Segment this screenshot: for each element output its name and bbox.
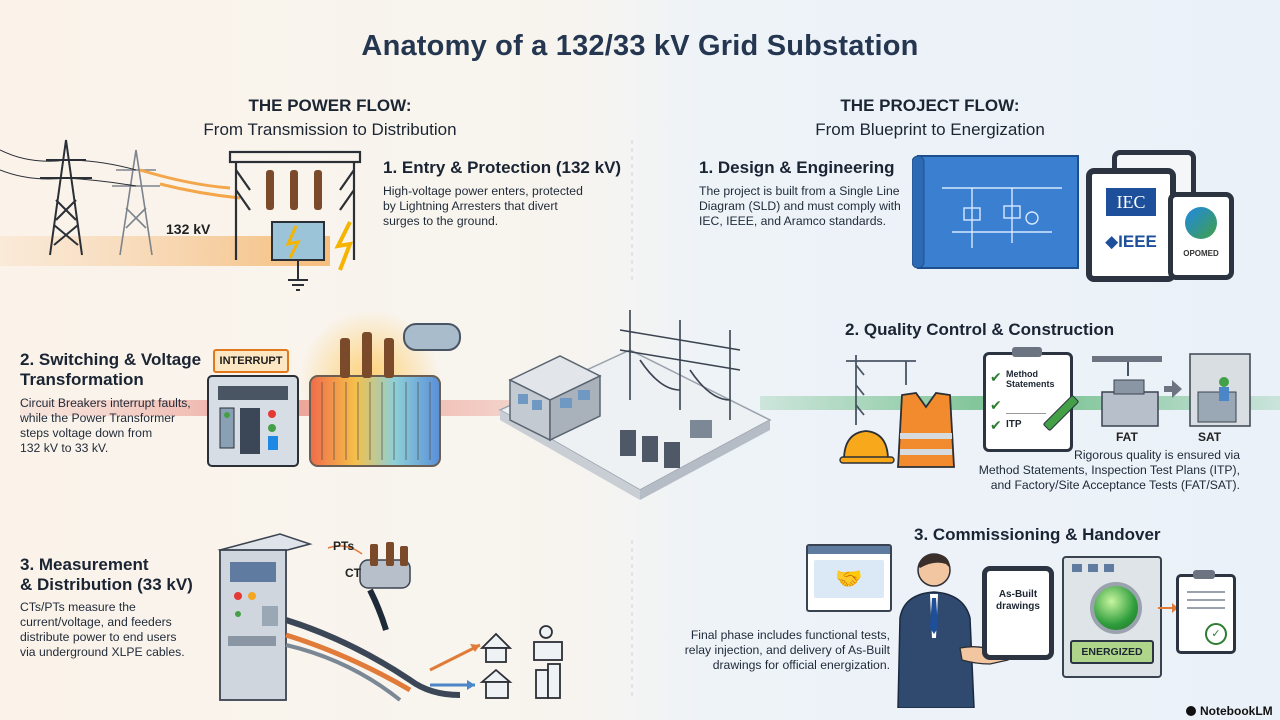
building-icon <box>535 663 561 699</box>
home-icon <box>479 668 513 699</box>
switchgear-cabinet-icon <box>217 533 313 701</box>
office-worker-icon <box>533 625 563 661</box>
notebooklm-logo-icon <box>1186 706 1196 716</box>
engineer-person-icon <box>897 553 975 708</box>
ieee-logo: ◆IEEE <box>1105 232 1157 251</box>
aramco-label: OPOMED <box>1183 249 1219 258</box>
crane-icon <box>846 355 916 425</box>
ieee-diamond-icon: ◆ <box>1105 232 1119 251</box>
step-commissioning-title: 3. Commissioning & Handover <box>914 525 1161 544</box>
handover-clipboard: ✓ <box>1176 570 1236 654</box>
circuit-breaker-icon <box>207 375 299 467</box>
switchyard-gantry-icon <box>619 310 741 420</box>
house-icon <box>479 632 513 663</box>
checkmark-icon: ✔ <box>990 369 1002 385</box>
energize-button-icon <box>1090 582 1142 634</box>
fat-label: FAT <box>1116 430 1138 444</box>
transmission-tower-icon <box>40 139 92 256</box>
project-flow-heading: THE PROJECT FLOW: From Blueprint to Ener… <box>760 94 1100 142</box>
handshake-window-icon: 🤝 <box>806 544 892 612</box>
aramco-logo-icon <box>1185 207 1217 239</box>
page-title: Anatomy of a 132/33 kV Grid Substation <box>361 30 919 62</box>
ct-label: CT <box>345 566 361 580</box>
construction-illustration <box>839 355 955 468</box>
substation-isometric-illustration <box>498 310 772 500</box>
step-entry-protection-title: 1. Entry & Protection (132 kV) <box>383 158 622 177</box>
aramco-tablet: OPOMED <box>1168 192 1234 280</box>
checkmark-icon: ✔ <box>990 397 1002 413</box>
safety-vest-icon <box>897 392 955 468</box>
voltage-in-label: 132 kV <box>166 221 211 237</box>
breaker-transformer-illustration <box>207 310 461 467</box>
energized-badge: ENERGIZED <box>1070 640 1154 664</box>
clipboard-clip-icon <box>1012 347 1042 357</box>
step-entry-protection-desc: High-voltage power enters, protected by … <box>383 184 583 228</box>
checkmark-icon: ✔ <box>990 417 1002 433</box>
notebooklm-branding: NotebookLM <box>1186 704 1273 718</box>
lightning-bolt-icon <box>334 221 354 271</box>
control-building-icon <box>508 355 602 442</box>
as-built-tablet: As-Built drawings <box>982 566 1054 660</box>
step-switching-desc: Circuit Breakers interrupt faults, while… <box>20 396 191 455</box>
step-quality-title: 2. Quality Control & Construction <box>845 320 1115 339</box>
interrupt-badge: INTERRUPT <box>213 349 289 373</box>
clipboard-clip-icon <box>1193 570 1215 579</box>
lightning-arrester-icon <box>266 170 322 210</box>
branding-text: NotebookLM <box>1200 704 1273 718</box>
energized-panel: ENERGIZED <box>1062 556 1162 678</box>
blueprint-illustration <box>912 155 1079 269</box>
step-design-desc: The project is built from a Single Line … <box>699 184 901 228</box>
ground-icon <box>288 260 308 291</box>
check-circle-icon: ✓ <box>1205 623 1227 645</box>
factory-test-icon <box>1092 356 1162 427</box>
arrow-to-clipboard <box>1158 603 1178 613</box>
site-test-icon <box>1189 353 1251 427</box>
hard-hat-icon <box>839 430 895 464</box>
step-measurement-desc: CTs/PTs measure the current/voltage, and… <box>20 600 185 659</box>
blueprint-icon <box>912 155 1079 269</box>
lightning-bolt-icon <box>285 225 301 259</box>
power-transformer-icon <box>309 323 461 467</box>
power-flow-heading: THE POWER FLOW: From Transmission to Dis… <box>160 94 500 142</box>
measurement-distribution-illustration <box>217 533 563 702</box>
sat-label: SAT <box>1198 430 1222 444</box>
power-flow-subtitle: From Transmission to Distribution <box>203 120 457 139</box>
project-flow-title: THE PROJECT FLOW: <box>840 96 1020 115</box>
power-flow-title: THE POWER FLOW: <box>248 96 412 115</box>
iec-logo: IEC <box>1106 188 1156 216</box>
current-transformer-icon <box>359 542 411 589</box>
transmission-towers-illustration <box>0 139 362 291</box>
arrow-right-icon <box>1164 380 1182 398</box>
step-design-title: 1. Design & Engineering <box>699 158 895 177</box>
standards-tablet: IEC ◆IEEE <box>1086 168 1176 282</box>
handover-illustration <box>897 553 1009 708</box>
project-flow-subtitle: From Blueprint to Energization <box>815 120 1045 139</box>
step-switching-title: 2. Switching & Voltage Transformation <box>20 350 202 389</box>
switchyard-equipment-icon <box>620 420 712 468</box>
method-statements-clipboard: ✔ Method Statements ✔ ✔ ITP <box>983 347 1073 452</box>
step-commissioning-desc: Final phase includes functional tests, r… <box>684 628 890 672</box>
pts-label: PTs <box>333 539 355 553</box>
step-quality-desc: Rigorous quality is ensured via Method S… <box>978 448 1240 492</box>
step-measurement-title: 3. Measurement & Distribution (33 kV) <box>20 555 193 594</box>
fat-sat-illustration <box>1092 353 1251 427</box>
substation-gantry-icon <box>228 150 362 260</box>
